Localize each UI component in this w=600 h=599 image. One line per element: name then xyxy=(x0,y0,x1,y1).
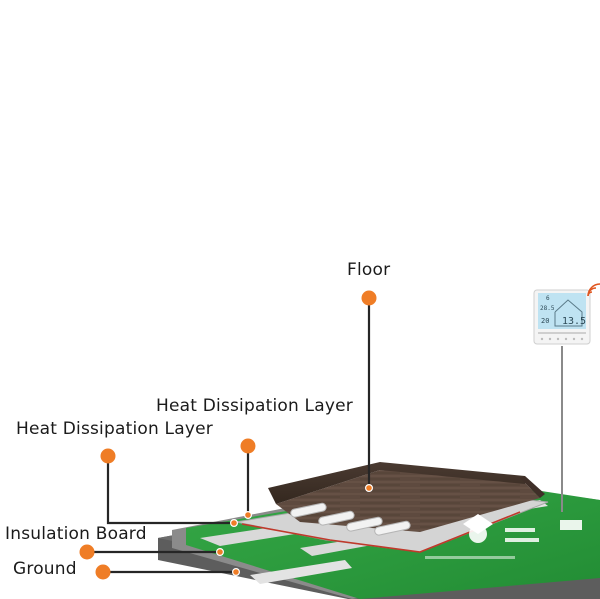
insulation-board-endpoint xyxy=(216,547,225,556)
floor-label: Floor xyxy=(347,260,391,280)
heat-dissipation-lower-marker xyxy=(100,448,116,464)
thermostat-display-bottom: 20 xyxy=(541,317,549,325)
wifi-signal-icon xyxy=(587,283,600,297)
heating-pipe-loops xyxy=(290,502,411,536)
thermostat-display-main: 13.5 xyxy=(562,316,586,327)
heat-dissipation-lower-label: Heat Dissipation Layer xyxy=(16,419,213,439)
ground-endpoint xyxy=(232,567,241,576)
thermostat-display-left: 28.5 xyxy=(540,305,555,312)
orange-markers xyxy=(79,290,377,580)
endpoint-dots xyxy=(216,484,374,576)
insulation-board-marker xyxy=(79,544,95,560)
heat-dissipation-upper-endpoint xyxy=(244,511,253,520)
leader-lines xyxy=(87,298,371,574)
thermostat-display-top: 6 xyxy=(546,295,550,302)
ground-label: Ground xyxy=(13,559,77,579)
floor-marker xyxy=(361,290,377,306)
insulation-board-label: Insulation Board xyxy=(5,524,147,544)
thermostat-buttons xyxy=(540,337,584,341)
brand-logo xyxy=(425,514,582,559)
house-outline-icon xyxy=(554,299,583,327)
heat-dissipation-lower-endpoint xyxy=(230,518,239,527)
heat-dissipation-upper-marker xyxy=(240,438,256,454)
floor-right-wall xyxy=(520,476,545,498)
thermostat: 6 28.5 20 13.5 xyxy=(533,283,600,512)
floor-endpoint xyxy=(365,484,374,493)
thermostat-screen xyxy=(538,293,586,329)
heat-dissipation-upper-label: Heat Dissipation Layer xyxy=(156,396,353,416)
heat-dissipation-lower-leader xyxy=(106,456,234,525)
floor-back-wall xyxy=(268,462,525,504)
ground-marker xyxy=(95,564,111,580)
board-strip-3 xyxy=(250,560,352,584)
